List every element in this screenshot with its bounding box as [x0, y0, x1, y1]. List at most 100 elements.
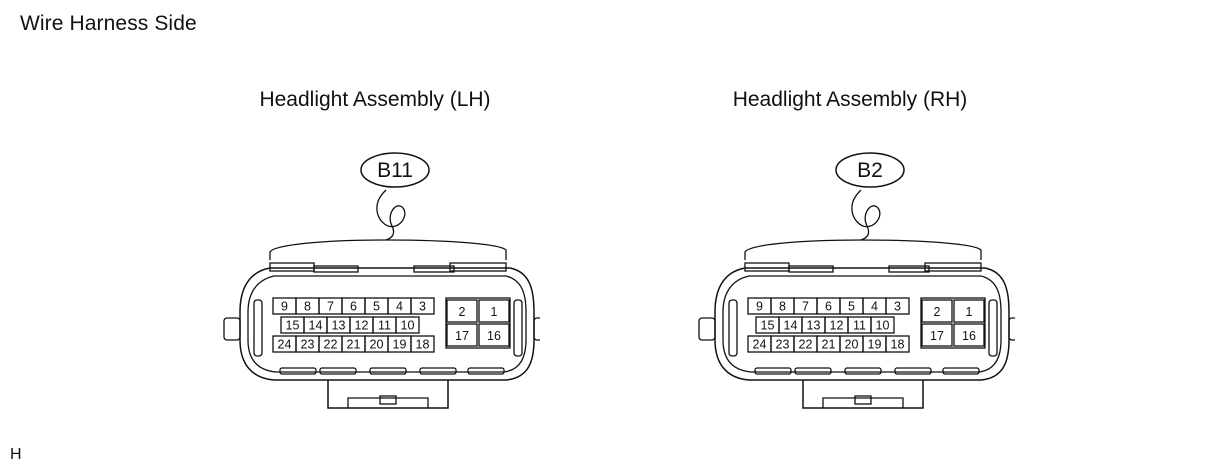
pin-number: 10: [401, 319, 415, 333]
top-latch: [744, 262, 790, 272]
pin-cell: [885, 297, 910, 315]
bottom-lock: [802, 380, 924, 409]
top-latch: [413, 265, 455, 273]
pin-number: 18: [416, 338, 430, 352]
pin-number: 2: [459, 305, 466, 319]
bottom-lock: [327, 380, 449, 409]
pin-number: 3: [894, 300, 901, 314]
power-pin-block: [920, 297, 986, 349]
page-heading: Wire Harness Side: [20, 12, 197, 35]
pin-number: 9: [756, 300, 763, 314]
pin-number: 5: [848, 300, 855, 314]
connector-code-bubble: [360, 152, 430, 188]
wire-leader: [376, 189, 406, 241]
connector-housing: [239, 267, 535, 381]
pin-number: 6: [825, 300, 832, 314]
pin-cell: [410, 297, 435, 315]
pin-number: 10: [876, 319, 890, 333]
pin-number: 1: [491, 305, 498, 319]
pin-cell: [395, 316, 420, 334]
top-latch: [888, 265, 930, 273]
pin-cell: [921, 323, 953, 347]
wire-leader: [851, 189, 881, 241]
pin-number: 19: [868, 338, 882, 352]
pin-number: 19: [393, 338, 407, 352]
pin-cell: [870, 316, 895, 334]
side-guide: [728, 299, 738, 357]
pin-number: 24: [278, 338, 292, 352]
connector-housing: [714, 267, 1010, 381]
connector-code-label: B11: [377, 159, 413, 182]
pin-cell: [953, 323, 985, 347]
connector-code-label: B2: [857, 159, 883, 182]
bottom-rib: [794, 367, 832, 375]
pin-number: 17: [930, 329, 944, 343]
pin-number: 12: [355, 319, 369, 333]
pin-cell: [921, 299, 953, 323]
top-latch: [924, 262, 982, 272]
pin-number: 15: [286, 319, 300, 333]
pin-number: 17: [455, 329, 469, 343]
pin-number: 12: [830, 319, 844, 333]
pin-number: 7: [327, 300, 334, 314]
pin-number: 4: [871, 300, 878, 314]
connector-lh: Headlight Assembly (LH) B11 9 8 7 6 5 4 3 15 14 13…: [210, 0, 540, 474]
pin-number: 13: [807, 319, 821, 333]
pin-number: 13: [332, 319, 346, 333]
connector-code-bubble: [835, 152, 905, 188]
bottom-lock-inner: [822, 397, 904, 408]
pin-number: 2: [934, 305, 941, 319]
pin-number: 14: [309, 319, 323, 333]
pin-number: 8: [779, 300, 786, 314]
pin-number: 15: [761, 319, 775, 333]
side-peg: [1008, 317, 1015, 341]
pin-number: 22: [799, 338, 813, 352]
top-latch: [313, 265, 359, 273]
bottom-rib: [279, 367, 317, 375]
bottom-rib: [369, 367, 407, 375]
side-peg: [223, 317, 241, 341]
bottom-rib: [419, 367, 457, 375]
pin-number: 14: [784, 319, 798, 333]
pin-number: 16: [487, 329, 501, 343]
pin-number: 20: [845, 338, 859, 352]
side-guide: [988, 299, 998, 357]
pin-cell: [478, 299, 510, 323]
pin-number: 11: [853, 319, 866, 333]
pin-cell: [885, 335, 910, 353]
footer-mark: H: [10, 446, 22, 463]
pin-number: 16: [962, 329, 976, 343]
pin-number: 1: [966, 305, 973, 319]
pin-number: 18: [891, 338, 905, 352]
pin-cell: [478, 323, 510, 347]
pin-number: 23: [776, 338, 790, 352]
pin-number: 8: [304, 300, 311, 314]
pin-number: 3: [419, 300, 426, 314]
pin-number: 4: [396, 300, 403, 314]
pin-number: 23: [301, 338, 315, 352]
bottom-rib: [894, 367, 932, 375]
bottom-rib: [754, 367, 792, 375]
pin-cell: [446, 299, 478, 323]
bottom-lock-inner: [347, 397, 429, 408]
pin-number: 22: [324, 338, 338, 352]
pin-number: 21: [822, 338, 836, 352]
top-latch: [788, 265, 834, 273]
pin-number: 6: [350, 300, 357, 314]
pin-number: 9: [281, 300, 288, 314]
pin-number: 5: [373, 300, 380, 314]
pin-cell: [410, 335, 435, 353]
pin-number: 20: [370, 338, 384, 352]
side-guide: [253, 299, 263, 357]
bottom-rib: [319, 367, 357, 375]
side-peg: [698, 317, 716, 341]
pin-number: 11: [378, 319, 391, 333]
pin-number: 21: [347, 338, 361, 352]
side-peg: [533, 317, 540, 341]
pin-number: 7: [802, 300, 809, 314]
connector-title: Headlight Assembly (LH): [259, 88, 491, 111]
power-pin-block: [445, 297, 511, 349]
harness-bracket: [269, 239, 507, 260]
